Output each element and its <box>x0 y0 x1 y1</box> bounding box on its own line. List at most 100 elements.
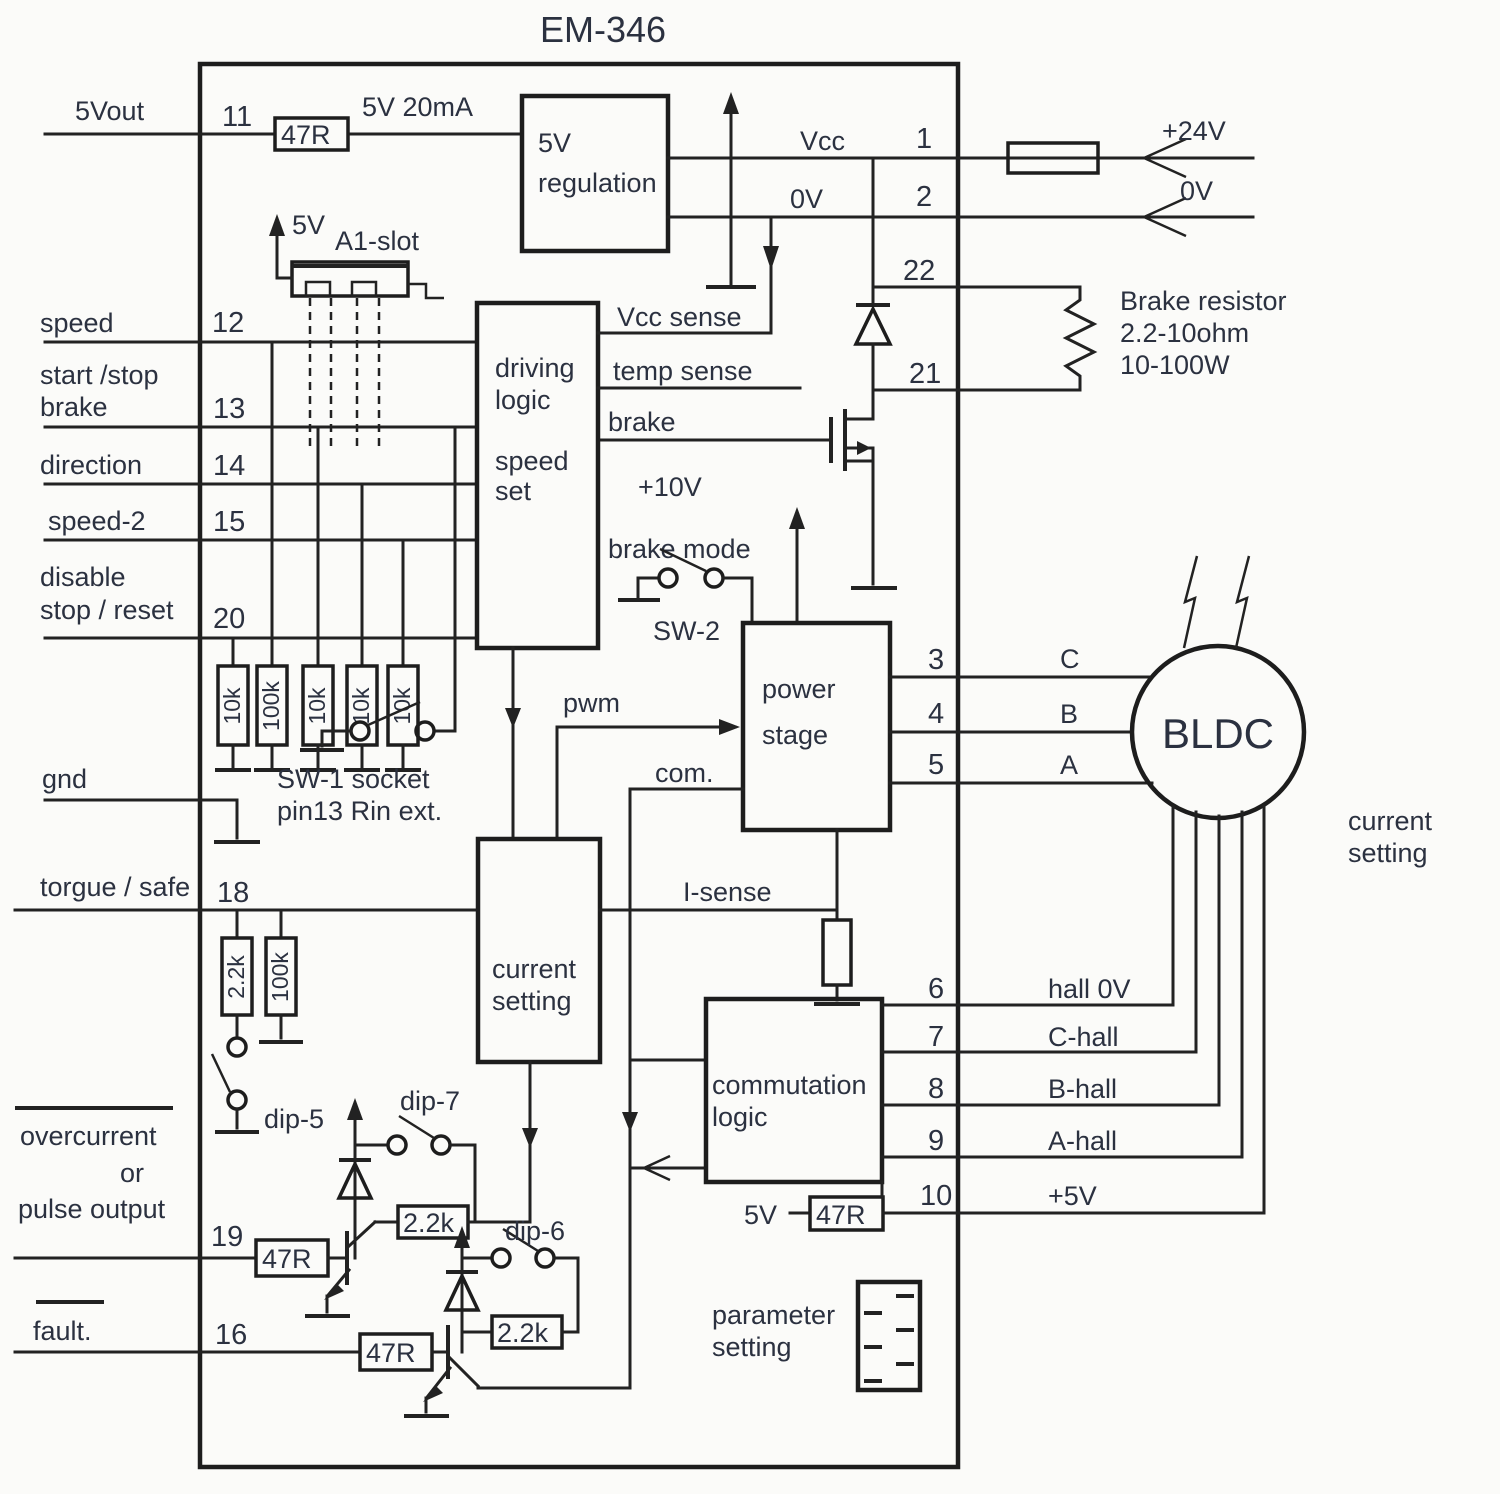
pin14-number: 14 <box>213 450 245 482</box>
svg-text:speed: speed <box>495 446 569 476</box>
svg-text:10-100W: 10-100W <box>1120 350 1230 380</box>
switch-contact-icon <box>430 1134 452 1156</box>
pin11-label: 5Vout <box>75 96 145 126</box>
c-hall-label: C-hall <box>1048 1022 1119 1052</box>
pin19-output: overcurrent or pulse output 19 47R 2.2k <box>13 1060 538 1318</box>
phase-a-label: A <box>1060 750 1078 780</box>
dip-switch-icon <box>855 1279 923 1393</box>
svg-text:regulation: regulation <box>538 168 657 198</box>
pin16-number: 16 <box>215 1319 247 1351</box>
pin15-label: speed-2 <box>48 506 146 536</box>
driving-logic-signals: Vcc sense temp sense brake +10V <box>596 302 805 625</box>
pin10-number: 10 <box>920 1180 952 1212</box>
sw1-label: SW-1 socket <box>277 764 430 794</box>
phase-c-label: C <box>1060 644 1080 674</box>
transistor-emitter-arrow-icon <box>423 1386 443 1402</box>
parameter-setting: parameter setting <box>712 1279 923 1393</box>
svg-text:5V: 5V <box>538 128 571 158</box>
dip5-label: dip-5 <box>264 1104 324 1134</box>
pin16-output: fault. 16 47R <box>13 1300 632 1418</box>
lightning-icon <box>1182 555 1199 649</box>
arrow-in-icon <box>1140 137 1187 179</box>
up-arrow-icon <box>347 1098 363 1120</box>
down-arrow-icon <box>505 708 521 728</box>
pin3-number: 3 <box>928 644 944 676</box>
svg-text:logic: logic <box>495 385 551 415</box>
svg-text:setting: setting <box>1348 838 1428 868</box>
svg-text:current: current <box>492 954 577 984</box>
sw2-brake-mode: brake mode SW-2 <box>608 534 754 646</box>
pin18-number: 18 <box>217 877 249 909</box>
ext-24v-label: +24V <box>1162 116 1226 146</box>
switch-contact-icon <box>490 1247 512 1269</box>
board-border <box>197 61 961 1470</box>
svg-text:or: or <box>120 1158 144 1188</box>
brake-resistor-label: Brake resistor <box>1120 286 1287 316</box>
brake-signal-label: brake <box>608 407 676 437</box>
current-setting-note: current <box>1348 806 1433 836</box>
switch-lever-icon <box>210 1053 232 1093</box>
down-arrow-icon <box>522 1128 538 1148</box>
arrow-in-icon <box>1140 196 1187 238</box>
pin2-number: 2 <box>916 181 932 213</box>
svg-text:set: set <box>495 476 532 506</box>
svg-text:power: power <box>762 674 836 704</box>
pin11-number: 11 <box>222 101 252 133</box>
right-arrow-icon <box>719 719 740 735</box>
pin7-number: 7 <box>928 1021 944 1053</box>
sw1-switch: SW-1 socket pin13 Rin ext. <box>277 425 457 826</box>
supply-5v-20ma-label: 5V 20mA <box>362 92 473 122</box>
pwm-com-wires: pwm com. <box>505 646 745 1390</box>
svg-text:driving: driving <box>495 353 575 383</box>
phase-b-label: B <box>1060 699 1078 729</box>
pin12-label: speed <box>40 308 114 338</box>
diode-icon <box>443 1271 481 1312</box>
transistor-emitter-arrow-icon <box>324 1284 344 1300</box>
a1-slot-label: A1-slot <box>335 226 420 256</box>
sw2-label: SW-2 <box>653 616 720 646</box>
hall-5v-label: 5V <box>744 1200 777 1230</box>
pin16-label: fault. <box>33 1316 92 1346</box>
svg-text:47R: 47R <box>262 1244 312 1274</box>
lightning-icon <box>1234 555 1251 649</box>
hall-supply-47r: 47R 5V <box>744 1180 1266 1232</box>
up-arrow-icon <box>723 92 739 114</box>
svg-text:commutation: commutation <box>712 1070 867 1100</box>
mosfet-arrow-icon <box>857 441 871 455</box>
a1-5v-label: 5V <box>292 210 325 240</box>
pin13-number: 13 <box>213 393 245 425</box>
driving-logic-block: driving logic speed set <box>474 300 601 651</box>
resistor-47r-icon <box>273 116 350 152</box>
switch-contact-icon <box>226 1089 248 1111</box>
svg-text:setting: setting <box>492 986 572 1016</box>
svg-text:10k: 10k <box>304 687 330 725</box>
svg-text:setting: setting <box>712 1332 792 1362</box>
pin15-number: 15 <box>213 506 245 538</box>
gnd-label: gnd <box>42 764 87 794</box>
pin8-number: 8 <box>928 1073 944 1105</box>
gnd-pin: gnd <box>42 764 260 844</box>
dip6-circuit: 2.2k dip-6 <box>443 1216 580 1354</box>
svg-text:10k: 10k <box>219 687 245 725</box>
resistor-value: 47R <box>281 120 331 150</box>
ext-0v-label: 0V <box>1180 176 1213 206</box>
plus5v-label: +5V <box>1048 1181 1097 1211</box>
dip7-circuit: dip-7 <box>336 1086 477 1260</box>
commutation-logic-block: commutation logic <box>703 996 885 1185</box>
svg-text:47R: 47R <box>816 1200 866 1230</box>
i-sense-shunt: I-sense <box>598 828 860 1006</box>
shunt-resistor-icon <box>821 918 853 987</box>
phase-outputs: 3 4 5 C B A <box>888 644 1154 785</box>
left-arrow-icon <box>641 1154 671 1182</box>
pwm-label: pwm <box>563 688 620 718</box>
pin4-number: 4 <box>928 698 944 730</box>
switch-contact-icon <box>657 567 679 589</box>
input-pins: speed 12 start /stop brake 13 direction … <box>40 307 479 640</box>
pin1-number: 1 <box>916 123 932 155</box>
svg-text:2.2k: 2.2k <box>497 1318 549 1348</box>
switch-lever-icon <box>502 1227 539 1253</box>
pin18-torque: torgue / safe 18 2.2k 100k dip-5 <box>13 872 480 1134</box>
switch-lever-icon <box>659 547 707 573</box>
current-setting-block: current setting <box>475 836 603 1065</box>
